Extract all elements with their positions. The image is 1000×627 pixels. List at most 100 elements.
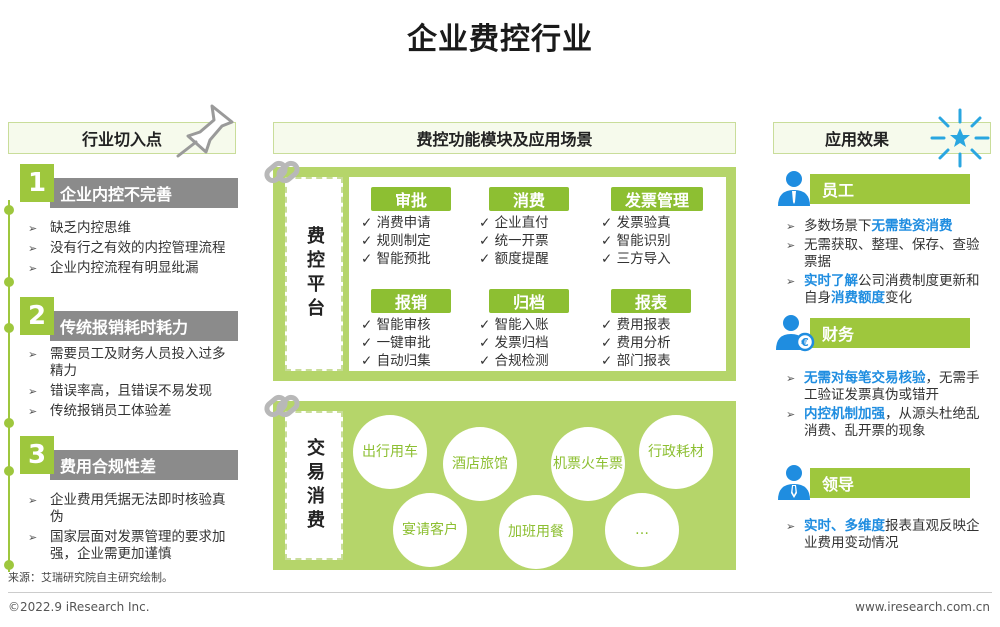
list-item: 无需对每笔交易核验，无需手工验证发票真伪或错开: [786, 370, 986, 404]
list-item: 实时了解公司消费制度更新和自身消费额度变化: [786, 273, 986, 307]
entry-point-3-title: 费用合规性差: [50, 450, 238, 480]
module-title: 审批: [371, 187, 451, 211]
pushpin-icon: [176, 104, 234, 158]
module-title: 归档: [489, 289, 569, 313]
entry-point-2-bullets: 需要员工及财务人员投入过多精力 错误率高，且错误不易发现 传统报销员工体验差: [28, 346, 233, 423]
effect-finance-bullets: 无需对每笔交易核验，无需手工验证发票真伪或错开 内控机制加强，从源头杜绝乱消费、…: [786, 370, 986, 442]
bullet-text: ，无需手工验证发票真伪或错开: [804, 370, 980, 403]
entry-point-1-number: 1: [20, 164, 54, 202]
list-item: 无需获取、整理、保存、查验票据: [786, 237, 986, 271]
entry-point-3-bullets: 企业费用凭据无法即时核验真伪 国家层面对发票管理的要求加强，企业需更加谨慎: [28, 492, 233, 566]
module-title: 报销: [371, 289, 451, 313]
timeline-dot: [4, 277, 14, 287]
timeline-dot: [4, 466, 14, 476]
module-reimbursement: 报销 智能审核 一键审批 自动归集: [361, 289, 479, 370]
scene-circle: 出行用车: [353, 415, 427, 489]
scene-circle: 宴请客户: [393, 493, 467, 567]
list-item: 国家层面对发票管理的要求加强，企业需更加谨慎: [28, 529, 233, 563]
module-reports: 报表 费用报表 费用分析 部门报表: [601, 289, 719, 370]
effect-leader-bullets: 实时、多维度报表直观反映企业费用变动情况: [786, 518, 986, 554]
list-item: 错误率高，且错误不易发现: [28, 383, 233, 400]
consumption-label: 交易消费: [304, 437, 325, 534]
effect-employee-title: 员工: [810, 174, 970, 204]
scene-circle: 行政耗材: [639, 415, 713, 489]
scene-circle: 酒店旅馆: [443, 427, 517, 501]
entry-point-1-title: 企业内控不完善: [50, 178, 238, 208]
list-item: 费用报表: [601, 316, 719, 334]
highlight-text: 无需对每笔交易核验: [804, 370, 926, 386]
page-title: 企业费控行业: [407, 22, 593, 57]
entry-point-3-number: 3: [20, 436, 54, 474]
timeline-dot: [4, 418, 14, 428]
module-invoice: 发票管理 发票验真 智能识别 三方导入: [601, 187, 719, 268]
bullet-text: 报表直观反映企业费用变动情况: [804, 518, 980, 551]
platform-label-box: 费控平台: [285, 177, 343, 371]
platform-panel: 费控平台 审批 消费申请 规则制定 智能预批 消费 企业直付 统一开票 额度提醒…: [273, 167, 736, 381]
highlight-text: 实时了解: [804, 273, 858, 289]
chain-link-icon: [264, 160, 300, 184]
consumption-label-box: 交易消费: [285, 411, 343, 560]
footer-divider: [8, 592, 992, 593]
effect-finance-title: 财务: [810, 318, 970, 348]
list-item: 实时、多维度报表直观反映企业费用变动情况: [786, 518, 986, 552]
scene-circle: 机票火车票: [551, 427, 625, 501]
finance-icon: €: [776, 315, 815, 352]
list-item: 额度提醒: [479, 250, 597, 268]
module-archive: 归档 智能入账 发票归档 合规检测: [479, 289, 597, 370]
list-item: 没有行之有效的内控管理流程: [28, 240, 233, 257]
timeline-dot: [4, 323, 14, 333]
list-item: 部门报表: [601, 352, 719, 370]
footer-website: www.iresearch.com.cn: [855, 600, 990, 614]
section-header-modules: 费控功能模块及应用场景: [273, 122, 736, 154]
highlight-text: 无需垫资消费: [871, 218, 953, 234]
bullet-text: 多数场景下: [804, 218, 872, 234]
bullet-text: 变化: [885, 290, 912, 306]
module-title: 报表: [611, 289, 691, 313]
leader-icon: [778, 465, 810, 500]
scene-circle: 加班用餐: [499, 495, 573, 569]
platform-modules: 审批 消费申请 规则制定 智能预批 消费 企业直付 统一开票 额度提醒 发票管理…: [349, 177, 726, 371]
scene-circle: …: [605, 493, 679, 567]
list-item: 智能审核: [361, 316, 479, 334]
list-item: 智能识别: [601, 232, 719, 250]
module-consumption: 消费 企业直付 统一开票 额度提醒: [479, 187, 597, 268]
entry-point-1-bullets: 缺乏内控思维 没有行之有效的内控管理流程 企业内控流程有明显纰漏: [28, 220, 233, 280]
module-approval: 审批 消费申请 规则制定 智能预批: [361, 187, 479, 268]
entry-point-2-title: 传统报销耗时耗力: [50, 311, 238, 341]
list-item: 发票验真: [601, 214, 719, 232]
timeline-dot: [4, 205, 14, 215]
list-item: 企业内控流程有明显纰漏: [28, 260, 233, 277]
list-item: 统一开票: [479, 232, 597, 250]
platform-label: 费控平台: [304, 226, 325, 322]
list-item: 自动归集: [361, 352, 479, 370]
list-item: 多数场景下无需垫资消费: [786, 218, 986, 235]
highlight-text: 实时、多维度: [804, 518, 885, 534]
highlight-text: 内控机制加强: [804, 406, 885, 422]
list-item: 费用分析: [601, 334, 719, 352]
bullet-text: 公司消费制度更新和自身: [804, 273, 980, 306]
footer-copyright: ©2022.9 iResearch Inc.: [8, 600, 150, 614]
list-item: 消费申请: [361, 214, 479, 232]
effect-leader-title: 领导: [810, 468, 970, 498]
highlight-text: 消费额度: [831, 290, 885, 306]
effect-employee-bullets: 多数场景下无需垫资消费 无需获取、整理、保存、查验票据 实时了解公司消费制度更新…: [786, 218, 986, 309]
timeline-line: [8, 200, 10, 572]
list-item: 发票归档: [479, 334, 597, 352]
list-item: 三方导入: [601, 250, 719, 268]
list-item: 传统报销员工体验差: [28, 403, 233, 420]
entry-point-2-number: 2: [20, 297, 54, 335]
list-item: 缺乏内控思维: [28, 220, 233, 237]
consumption-scenes: 出行用车 酒店旅馆 机票火车票 行政耗材 宴请客户 加班用餐 …: [349, 411, 726, 569]
bullet-text: ，从源头杜绝乱消费、乱开票的现象: [804, 406, 980, 439]
list-item: 智能入账: [479, 316, 597, 334]
chain-link-icon: [264, 394, 300, 418]
burst-icon: [930, 108, 990, 168]
list-item: 智能预批: [361, 250, 479, 268]
svg-text:€: €: [800, 336, 809, 349]
list-item: 企业直付: [479, 214, 597, 232]
employee-icon: [778, 171, 810, 206]
timeline-dot: [4, 560, 14, 570]
consumption-panel: 交易消费 出行用车 酒店旅馆 机票火车票 行政耗材 宴请客户 加班用餐 …: [273, 401, 736, 570]
source-note: 来源：艾瑞研究院自主研究绘制。: [8, 571, 173, 584]
module-title: 发票管理: [611, 187, 703, 211]
